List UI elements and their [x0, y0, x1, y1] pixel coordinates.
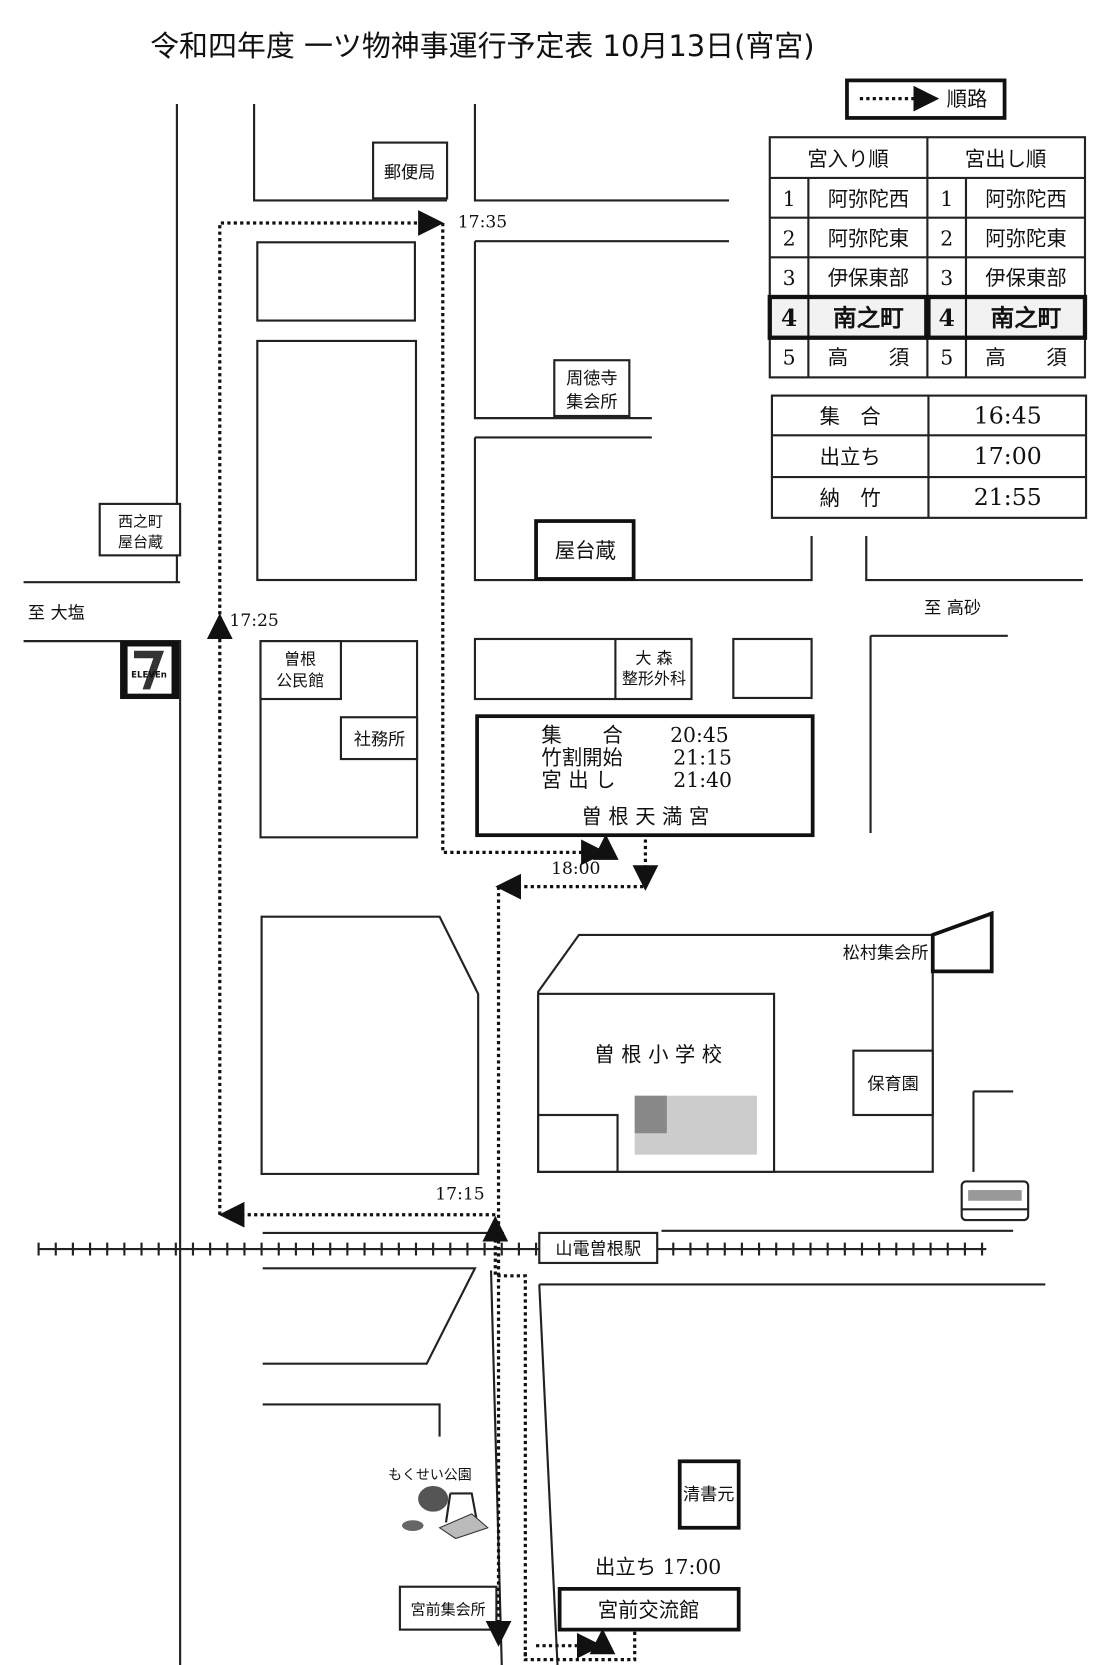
- train-icon: [960, 1180, 1030, 1222]
- svg-text:納 竹: 納 竹: [820, 486, 881, 510]
- svg-text:山電曽根駅: 山電曽根駅: [555, 1239, 641, 1259]
- svg-text:宮 出 し: 宮 出 し: [541, 768, 615, 792]
- direction-takasago: 至 高砂: [924, 598, 981, 618]
- svg-text:17:00: 17:00: [974, 442, 1042, 470]
- svg-text:5: 5: [940, 346, 953, 370]
- svg-text:5: 5: [783, 346, 796, 370]
- direction-oshio: 至 大塩: [28, 604, 85, 624]
- place-miyamae-koryukan: 宮前交流館: [557, 1587, 741, 1632]
- place-school: 曽 根 小 学 校: [594, 1042, 722, 1066]
- svg-text:21:55: 21:55: [974, 483, 1042, 511]
- svg-text:周徳寺: 周徳寺: [566, 369, 617, 389]
- svg-text:竹割開始: 竹割開始: [541, 745, 622, 769]
- seven-eleven-logo: ELEVEn: [120, 641, 180, 700]
- place-station: 山電曽根駅: [538, 1231, 659, 1265]
- place-sone-tenmangu: 集 合 20:45 竹割開始 21:15 宮 出 し 21:40 曽 根 天 満 宮: [475, 714, 815, 838]
- svg-text:集 合: 集 合: [541, 723, 622, 747]
- svg-text:保育園: 保育園: [867, 1074, 918, 1094]
- svg-text:公民館: 公民館: [276, 671, 324, 690]
- place-shamusho: 社務所: [339, 716, 419, 761]
- svg-text:大 森: 大 森: [635, 649, 672, 668]
- svg-text:屋台蔵: 屋台蔵: [118, 533, 163, 551]
- svg-text:16:45: 16:45: [974, 401, 1042, 429]
- svg-text:4: 4: [781, 304, 797, 332]
- svg-text:屋台蔵: 屋台蔵: [555, 539, 616, 563]
- svg-text:21:40: 21:40: [673, 768, 732, 792]
- svg-text:4: 4: [938, 304, 954, 332]
- svg-text:順路: 順路: [947, 87, 988, 111]
- place-matsumura: 松村集会所: [843, 910, 994, 974]
- time-1735: 17:35: [458, 212, 507, 232]
- place-seishomoto: 清書元: [677, 1459, 741, 1530]
- time-1725: 17:25: [229, 611, 278, 631]
- svg-text:曽 根 天 満 宮: 曽 根 天 満 宮: [582, 804, 710, 828]
- time-1715: 17:15: [435, 1185, 484, 1205]
- route-outbound: [206, 210, 637, 1662]
- svg-text:郵便局: 郵便局: [384, 163, 435, 183]
- legend: 順路: [845, 78, 1007, 120]
- svg-text:3: 3: [783, 266, 796, 290]
- route-return: [485, 839, 659, 1659]
- svg-text:南之町: 南之町: [991, 304, 1062, 332]
- entry-exit-order-table: 宮入り順 宮出し順 1 阿弥陀西 1 阿弥陀西 2 阿弥陀東 2 阿弥陀東 3 伊保東部 3 伊保…: [767, 136, 1088, 379]
- svg-text:社務所: 社務所: [354, 730, 405, 750]
- place-miyamae-shukaisho: 宮前集会所: [398, 1585, 498, 1631]
- svg-text:もくせい公園: もくせい公園: [388, 1468, 472, 1484]
- svg-text:松村集会所: 松村集会所: [843, 943, 929, 963]
- svg-text:宮出し順: 宮出し順: [965, 147, 1046, 171]
- svg-text:阿弥陀東: 阿弥陀東: [985, 227, 1066, 251]
- svg-text:1: 1: [940, 187, 953, 211]
- place-yataigura: 屋台蔵: [534, 519, 636, 581]
- svg-text:阿弥陀東: 阿弥陀東: [828, 227, 909, 251]
- school-picture: [634, 1095, 757, 1155]
- svg-text:整形外科: 整形外科: [622, 669, 686, 688]
- highlighted-row: 4 南之町 4 南之町: [767, 294, 1088, 340]
- svg-text:西之町: 西之町: [118, 512, 163, 530]
- svg-text:出立ち: 出立ち: [820, 445, 881, 469]
- schedule-table: 集 合 16:45 出立ち 17:00 納 竹 21:55: [770, 394, 1088, 519]
- svg-text:阿弥陀西: 阿弥陀西: [985, 187, 1066, 211]
- svg-text:阿弥陀西: 阿弥陀西: [828, 187, 909, 211]
- page-title: 令和四年度 一ツ物神事運行予定表 10月13日(宵宮): [150, 29, 814, 63]
- place-hoikuen: 保育園: [852, 1049, 934, 1117]
- svg-text:3: 3: [940, 266, 953, 290]
- svg-text:2: 2: [783, 227, 796, 251]
- svg-text:清書元: 清書元: [683, 1485, 734, 1505]
- svg-text:南之町: 南之町: [833, 304, 904, 332]
- svg-text:宮入り順: 宮入り順: [807, 147, 888, 171]
- place-park: もくせい公園: [388, 1468, 489, 1540]
- time-1800: 18:00: [551, 859, 600, 879]
- svg-text:2: 2: [940, 227, 953, 251]
- departure-label: 出立ち 17:00: [595, 1555, 721, 1579]
- svg-text:21:15: 21:15: [673, 745, 732, 769]
- svg-text:曽根: 曽根: [284, 650, 316, 669]
- svg-text:ELEVEn: ELEVEn: [131, 671, 167, 681]
- svg-text:集会所: 集会所: [566, 392, 617, 412]
- svg-text:1: 1: [783, 187, 796, 211]
- svg-text:伊保東部: 伊保東部: [828, 266, 909, 290]
- svg-text:高 須: 高 須: [828, 346, 909, 370]
- svg-text:宮前交流館: 宮前交流館: [598, 1598, 700, 1622]
- svg-text:伊保東部: 伊保東部: [985, 266, 1066, 290]
- svg-text:宮前集会所: 宮前集会所: [411, 1601, 486, 1619]
- svg-text:高 須: 高 須: [985, 346, 1066, 370]
- svg-text:20:45: 20:45: [670, 723, 729, 747]
- place-post-office: 郵便局: [372, 141, 449, 200]
- svg-text:集 合: 集 合: [820, 404, 881, 428]
